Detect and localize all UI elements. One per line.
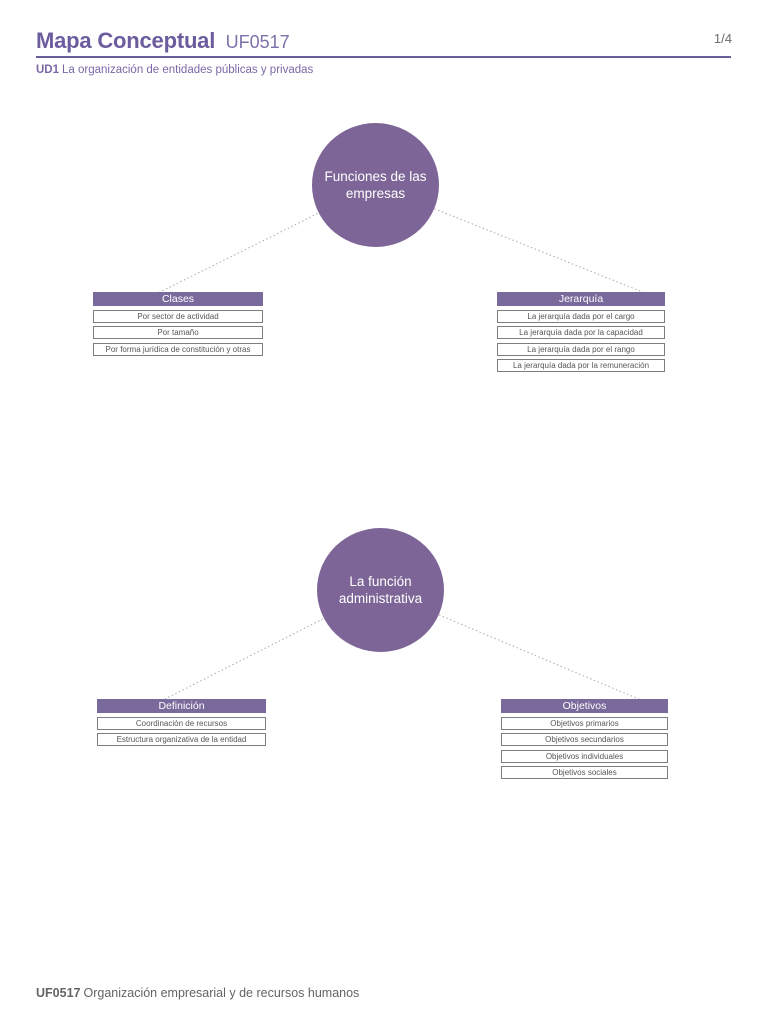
unit-title: La organización de entidades públicas y … [62,64,314,76]
connector-line [379,589,642,701]
branch-item: Objetivos sociales [501,766,668,779]
root-node-label-line: empresas [345,186,406,201]
branch-definicion: Definición Coordinación de recursos Estr… [97,699,266,746]
branch-header: Definición [97,699,266,713]
branch-clases: Clases Por sector de actividad Por tamañ… [93,292,263,356]
page-header: Mapa Conceptual UF0517 1/4 [36,28,732,54]
branch-item: Por forma jurídica de constitución y otr… [93,342,263,356]
page-title: Mapa Conceptual [36,28,216,53]
branch-item: Estructura organizativa de la entidad [97,733,266,746]
branch-jerarquia: Jerarquía La jerarquía dada por el cargo… [497,292,665,372]
branch-item: La jerarquía dada por el rango [497,342,665,356]
root-node-label-line: administrativa [338,591,423,606]
branch-header: Objetivos [501,699,668,713]
branch-item: Por sector de actividad [93,309,263,323]
branch-item: Objetivos secundarios [501,733,668,746]
page-number: 1/4 [713,31,732,46]
footer-code: UF0517 [36,986,81,1000]
branch-item: La jerarquía dada por el cargo [497,309,665,323]
root-node-funciones-empresas: Funciones de las empresas [312,123,439,247]
branch-header: Clases [93,292,263,306]
footer-title: Organización empresarial y de recursos h… [83,986,360,1000]
branch-item: Objetivos individuales [501,749,668,763]
root-node-label-line: La función [349,574,412,589]
branch-item: Objetivos primarios [501,716,668,730]
branch-item: Coordinación de recursos [97,716,266,730]
branch-item: La jerarquía dada por la capacidad [497,326,665,339]
unit-code: UD1 [36,64,60,76]
page-title-code: UF0517 [225,32,290,52]
branch-item: La jerarquía dada por la remuneración [497,359,665,372]
header-rule [36,56,731,58]
branch-objetivos: Objetivos Objetivos primarios Objetivos … [501,699,668,779]
branch-item: Por tamaño [93,326,263,339]
root-node-label-line: Funciones de las [324,169,427,184]
root-node-funcion-administrativa: La función administrativa [317,528,444,652]
branch-header: Jerarquía [497,292,665,306]
